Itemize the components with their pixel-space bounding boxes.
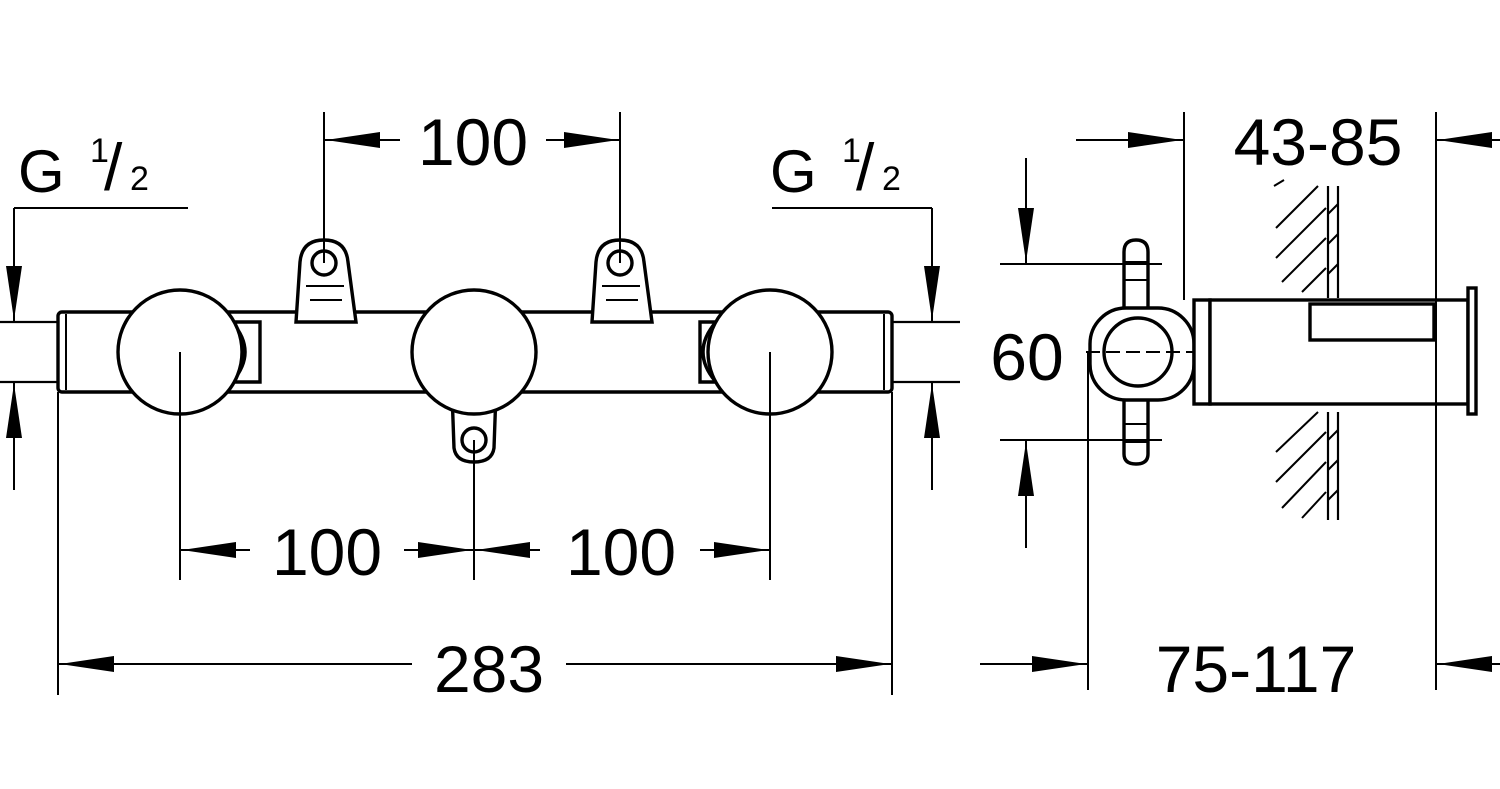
knob-collars — [228, 320, 720, 384]
dimension-bottom-spacing: 100 100 — [180, 515, 770, 589]
thread-letter-right: G — [770, 138, 817, 205]
dimension-label-overall: 283 — [434, 632, 544, 706]
wall-section-upper — [1273, 179, 1340, 298]
top-outlet-left — [294, 238, 358, 324]
dimension-overall-width: 283 — [58, 632, 892, 706]
dimension-label-top: 100 — [418, 105, 528, 179]
centre-lines — [57, 112, 893, 695]
thread-letter-left: G — [18, 138, 65, 205]
dimension-label-depth: 75-117 — [1156, 632, 1357, 706]
side-cartridge — [1192, 286, 1478, 416]
thread-callout-left: G 1 / 2 — [6, 130, 188, 490]
thread-num-left: 1 — [90, 132, 109, 170]
side-inlet-arm-top — [1122, 238, 1150, 314]
front-view: 100 100 100 283 — [0, 105, 960, 706]
dimension-top-spacing: 100 — [324, 105, 620, 179]
dimension-label-wall: 43-85 — [1234, 105, 1403, 179]
dimension-side-height: 60 — [990, 158, 1162, 548]
thread-slash-right: / — [856, 130, 875, 204]
wall-section-lower — [1275, 411, 1340, 520]
dimension-label-bottom-right: 100 — [566, 515, 676, 589]
dimension-installation-depth: 75-117 — [980, 352, 1500, 706]
side-view: 60 43-85 75-117 — [980, 105, 1500, 706]
valve-knob-center — [410, 288, 538, 416]
right-pipe-stub — [892, 320, 960, 384]
dimension-label-bottom-left: 100 — [272, 515, 382, 589]
thread-den-right: 2 — [882, 160, 901, 198]
left-pipe-stub — [0, 320, 58, 384]
top-outlet-right — [590, 238, 654, 324]
thread-slash-left: / — [104, 130, 123, 204]
thread-num-right: 1 — [842, 132, 861, 170]
thread-callout-right: G 1 / 2 — [770, 130, 940, 490]
dimension-wall-thickness: 43-85 — [1076, 105, 1500, 690]
thread-den-left: 2 — [130, 160, 149, 198]
dimension-label-height: 60 — [990, 320, 1063, 394]
side-inlet-arm-bottom — [1122, 390, 1150, 466]
side-valve-housing — [1086, 306, 1196, 402]
